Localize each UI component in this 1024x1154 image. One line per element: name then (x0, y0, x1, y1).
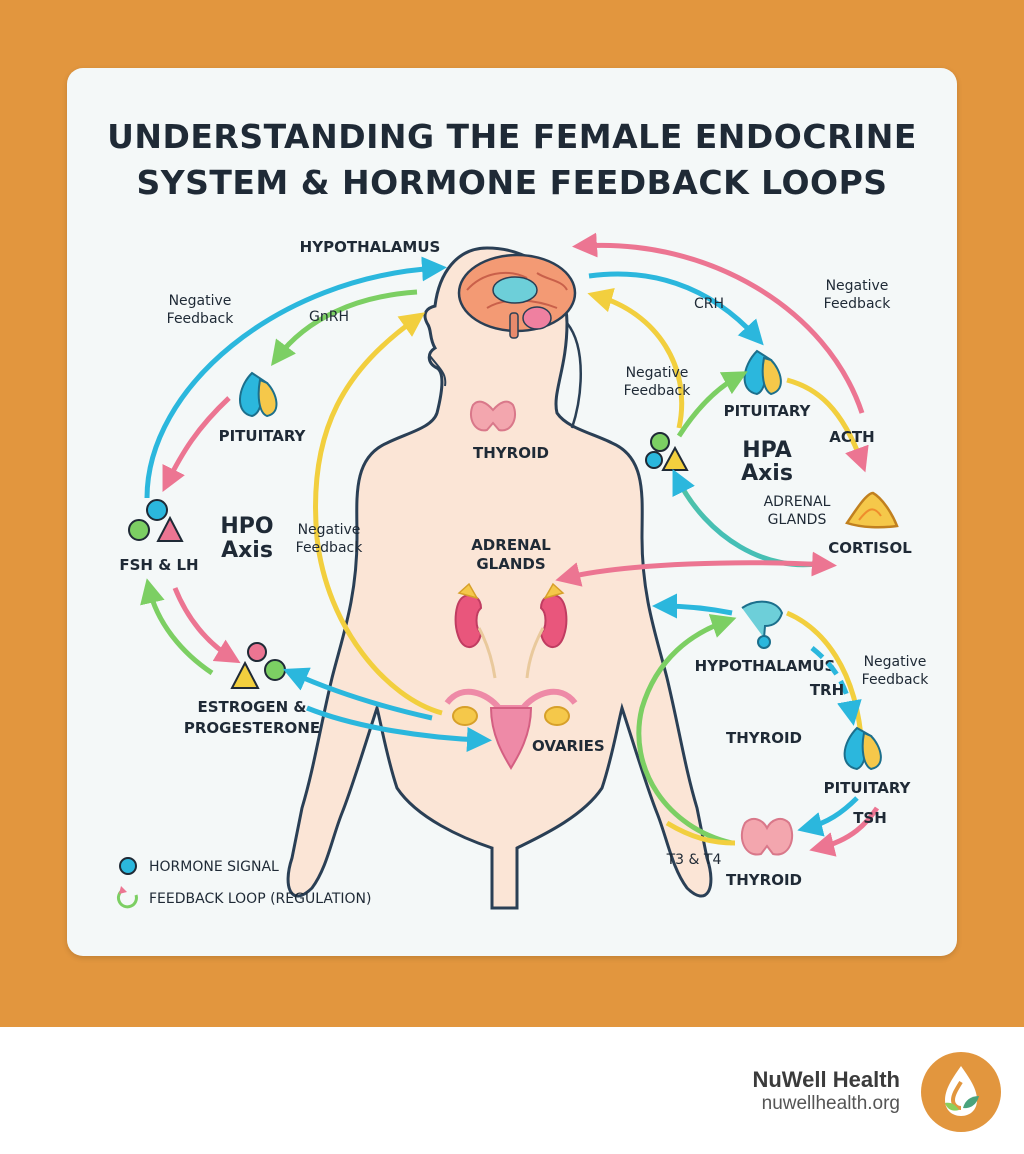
hpo-pituitary-icon (239, 371, 278, 418)
hpa-axis-label-1: HPA (742, 438, 792, 463)
hpa-adrenal-label-2: GLANDS (768, 512, 827, 528)
hpt-pituitary-icon (843, 726, 882, 771)
hpo-outer-feedback-arrow (144, 256, 447, 499)
nuwell-logo-icon (921, 1052, 1001, 1132)
hpa-inner-feedback-arrow (587, 288, 685, 429)
fsh-to-estrogen-arrow (172, 587, 241, 664)
title-line-2: SYSTEM & HORMONE FEEDBACK LOOPS (136, 163, 888, 202)
hpo-inner-feedback-1: Negative (298, 522, 361, 538)
hpo-inner-feedback-arrow (313, 312, 443, 716)
t3-t4-feedback-yellow-arrow (665, 820, 736, 846)
hair-line (566, 322, 582, 429)
hpt-pituitary-label: PITUITARY (824, 779, 912, 797)
cortisol-label: CORTISOL (828, 539, 912, 557)
brand-url: nuwellhealth.org (761, 1093, 900, 1114)
t3-t4-label: T3 & T4 (666, 852, 722, 868)
hpo-outer-feedback-1: Negative (169, 293, 232, 309)
hpa-outer-feedback-arrow (572, 232, 865, 414)
crh-arrow (588, 271, 764, 346)
fsh-lh-label: FSH & LH (119, 556, 198, 574)
acth-arrow (786, 377, 869, 473)
infographic-card: UNDERSTANDING THE FEMALE ENDOCRINE SYSTE… (67, 68, 957, 956)
legend: HORMONE SIGNAL FEEDBACK LOOP (REGULATION… (116, 857, 371, 909)
crh-label: CRH (694, 296, 724, 312)
hpt-feedback-label-1: Negative (864, 654, 927, 670)
gnrh-label: GnRH (309, 309, 349, 325)
estrogen-to-ovaries-arrow (306, 705, 492, 752)
trh-label: TRH (810, 681, 844, 699)
hpo-inner-feedback-2: Feedback (296, 540, 364, 556)
kidney-left-icon (454, 582, 497, 679)
title-line-1: UNDERSTANDING THE FEMALE ENDOCRINE (107, 117, 917, 156)
t3-t4-feedback-arrow (636, 614, 737, 846)
hpt-pituitary-to-thyroid-arrow (797, 796, 859, 837)
hpa-pituitary-label: PITUITARY (724, 402, 812, 420)
hpa-hormone-to-pituitary-arrow (676, 371, 748, 438)
hpa-axis-label-2: Axis (741, 461, 793, 486)
hpt-thyroid-title: THYROID (726, 729, 802, 747)
hpt-feedback-label-2: Feedback (862, 672, 930, 688)
hpa-adrenal-label-1: ADRENAL (764, 494, 831, 510)
estrogen-to-fsh-feedback-arrow (140, 578, 214, 676)
uterus-ovaries-icon (444, 688, 578, 770)
ovaries-to-estrogen-arrow (282, 667, 433, 721)
page-title: UNDERSTANDING THE FEMALE ENDOCRINE SYSTE… (67, 114, 957, 206)
adrenal-cortisol-link-arrow (555, 551, 837, 587)
hpa-outer-feedback-2: Feedback (824, 296, 892, 312)
hpo-hypothalamus-label: HYPOTHALAMUS (300, 238, 441, 256)
hpa-outer-feedback-1: Negative (826, 278, 889, 294)
hpa-inner-feedback-1: Negative (626, 365, 689, 381)
body-outline (286, 246, 713, 910)
acth-label: ACTH (829, 428, 874, 446)
body-adrenal-label-1: ADRENAL (471, 536, 551, 554)
tsh-arrow (809, 806, 880, 857)
endocrine-diagram: THYROID ADRENAL GLANDS OVARIES HYPOTHALA… (116, 232, 930, 910)
progesterone-label: PROGESTERONE (184, 719, 320, 737)
body-adrenal-label-2: GLANDS (476, 555, 545, 573)
hpo-pituitary-label: PITUITARY (219, 427, 307, 445)
gnrh-arrow (270, 289, 418, 366)
hpa-hormone-icon (645, 432, 689, 471)
hpt-hypothalamus-to-body-arrow (652, 593, 733, 619)
body-thyroid-label: THYROID (473, 444, 549, 462)
hpt-thyroid-label: THYROID (726, 871, 802, 889)
face-profile (429, 355, 447, 387)
hpo-axis-label-2: Axis (221, 538, 273, 563)
hpt-hypothalamus-label: HYPOTHALAMUS (695, 657, 836, 675)
hpa-inner-feedback-2: Feedback (624, 383, 692, 399)
hpa-adrenal-gland-icon (845, 491, 899, 529)
hpa-pituitary-icon (743, 349, 782, 396)
legend-hormone-signal-icon (119, 857, 137, 875)
footer: NuWell Health nuwellhealth.org (0, 1027, 1024, 1154)
trh-arrow (810, 646, 862, 726)
hpo-pituitary-to-fsh-arrow (162, 396, 231, 492)
legend-hormone-signal-label: HORMONE SIGNAL (149, 859, 279, 875)
thyroid-gland-icon (469, 400, 517, 432)
tsh-label: TSH (853, 809, 887, 827)
legend-feedback-loop-label: FEEDBACK LOOP (REGULATION) (149, 891, 371, 907)
estrogen-label: ESTROGEN & (198, 698, 307, 716)
body-ovaries-label: OVARIES (532, 737, 605, 755)
brand-name: NuWell Health (752, 1067, 900, 1092)
hpt-hypothalamus-icon (741, 600, 784, 649)
kidney-right-icon (525, 582, 568, 679)
estrogen-hormone-icon (230, 642, 286, 689)
fsh-lh-hormone-icon (128, 499, 184, 542)
hpo-outer-feedback-2: Feedback (167, 311, 235, 327)
hpo-axis-label-1: HPO (220, 514, 273, 539)
body-silhouette (286, 246, 713, 910)
brain-icon (457, 253, 577, 339)
hpt-thyroid-gland-icon (740, 817, 794, 856)
